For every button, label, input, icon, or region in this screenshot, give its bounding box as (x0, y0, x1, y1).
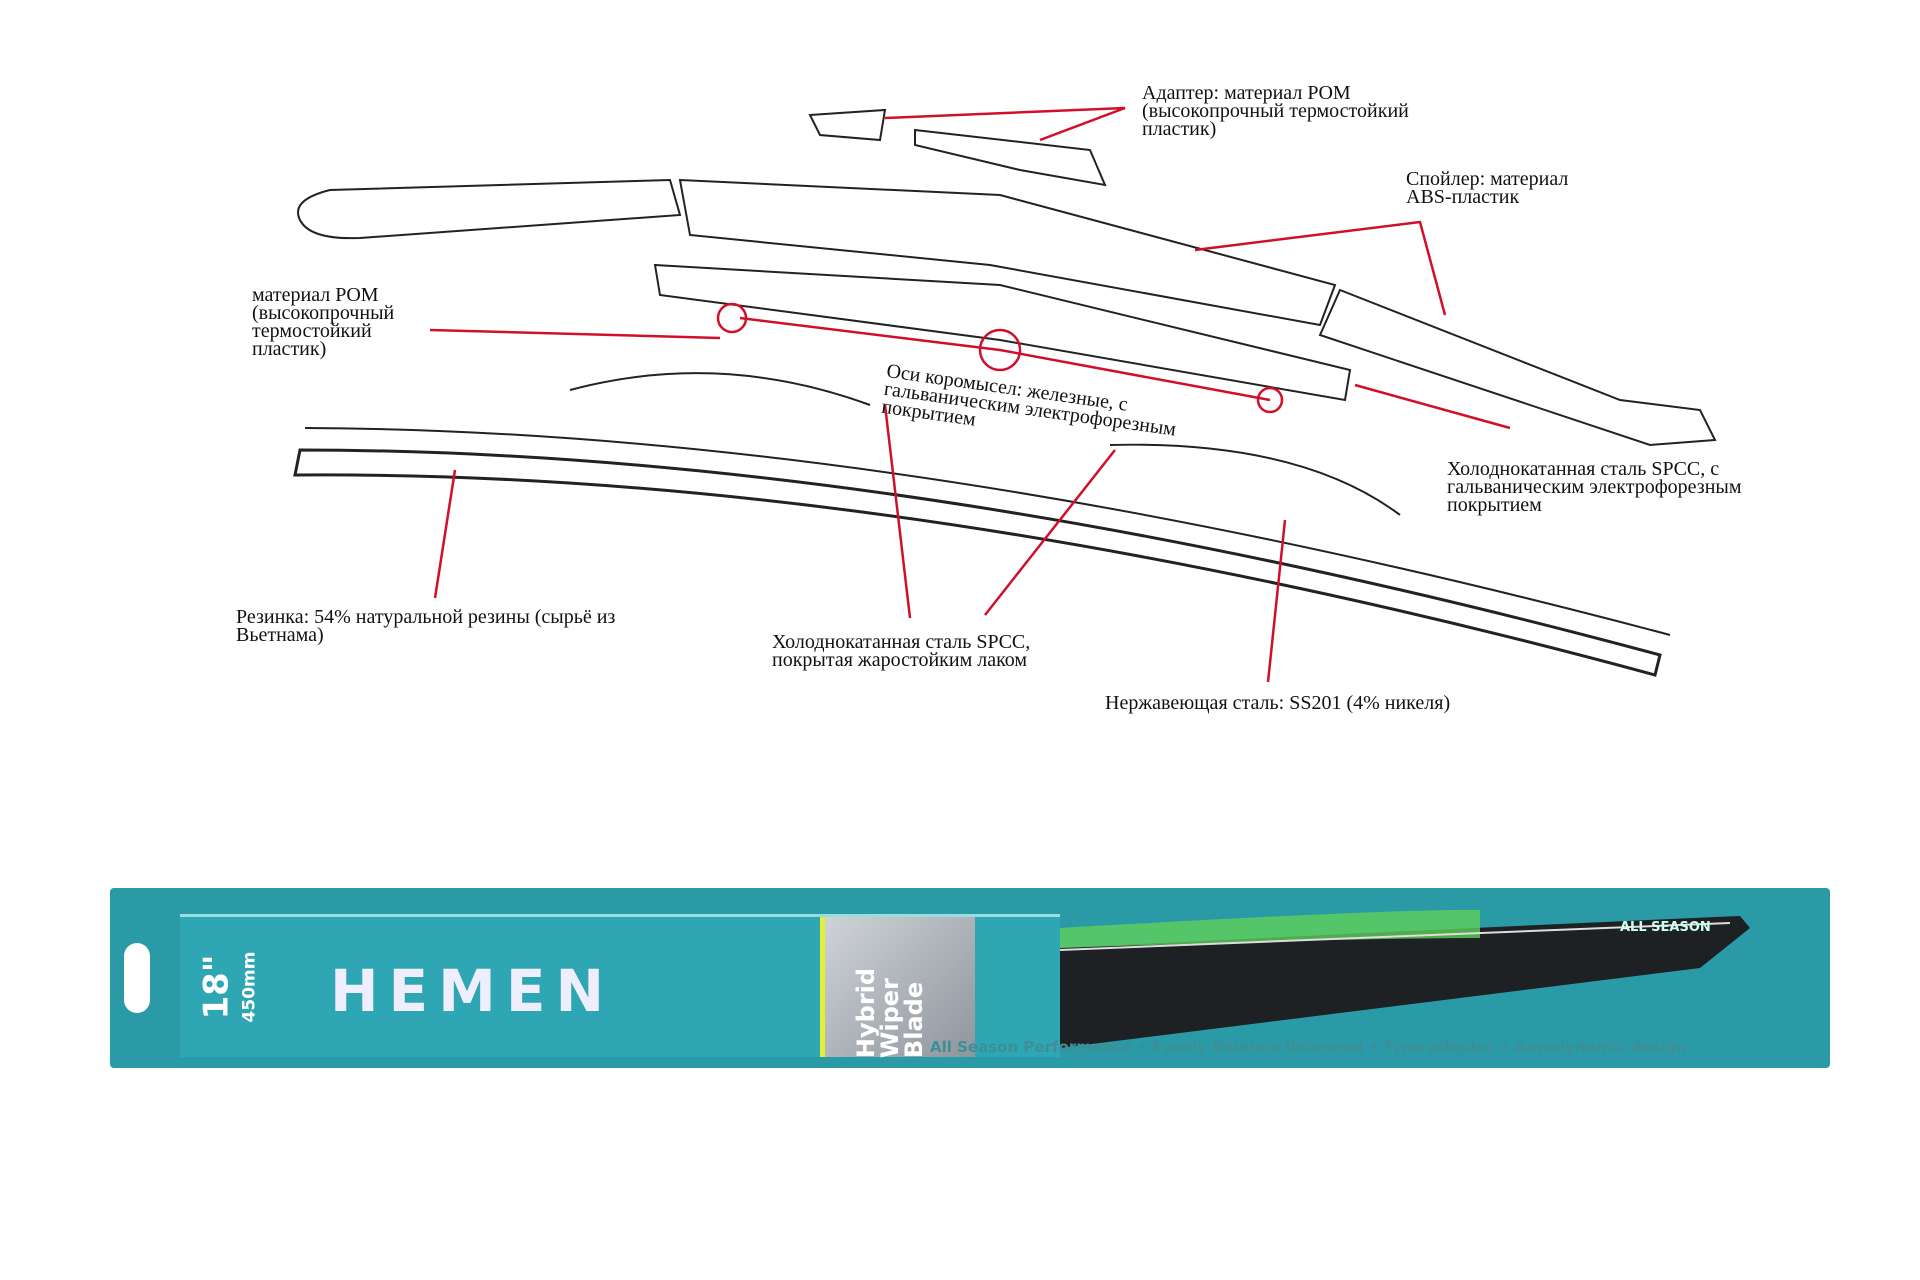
steel-bracket (653, 263, 1352, 402)
label-adapter: Адаптер: материал POM (высокопрочный тер… (1142, 82, 1409, 140)
product-name: Hybrid Wiper Blade (852, 967, 929, 1059)
yoke-right (1109, 443, 1401, 516)
leader-lines (429, 106, 1511, 683)
yoke-left (569, 372, 871, 406)
hang-hole (124, 943, 150, 1013)
label-spcc-galv: Холоднокатанная сталь SPCC, с гальваниче… (1447, 458, 1742, 516)
product-package: 18" 450mm HEMEN Hybrid Wiper Blade ALL S… (110, 888, 1830, 1068)
brand-logo: HEMEN (330, 957, 615, 1025)
label-stainless: Нержавеющая сталь: SS201 (4% никеля) (1105, 692, 1451, 714)
adapter-right (914, 128, 1107, 187)
feature-list: All Season Performance • Evenly Balance … (930, 1038, 1687, 1056)
center-frame (678, 178, 1337, 327)
steel-strip (304, 427, 1671, 636)
left-spoiler (297, 178, 682, 240)
right-spoiler (1318, 288, 1717, 447)
label-rubber: Резинка: 54% натуральной резины (сырьё и… (236, 606, 616, 646)
package-card: 18" 450mm HEMEN Hybrid Wiper Blade (180, 914, 1060, 1059)
size-block: 18" 450mm (194, 917, 264, 1057)
size-inch: 18" (196, 954, 237, 1020)
product-name-panel: Hybrid Wiper Blade (820, 917, 975, 1059)
label-spoiler: Спойлер: материал ABS-пластик (1406, 168, 1569, 208)
all-season-badge: ALL SEASON (1620, 920, 1711, 935)
rubber-strip (293, 448, 1662, 677)
size-mm: 450mm (239, 951, 260, 1023)
adapter-left (808, 108, 887, 142)
label-pom: материал POM (высокопрочный термостойкий… (252, 284, 395, 360)
label-spcc-lacquer: Холоднокатанная сталь SPCC, покрытая жар… (772, 631, 1031, 671)
wiper-blade (1060, 909, 1750, 1048)
